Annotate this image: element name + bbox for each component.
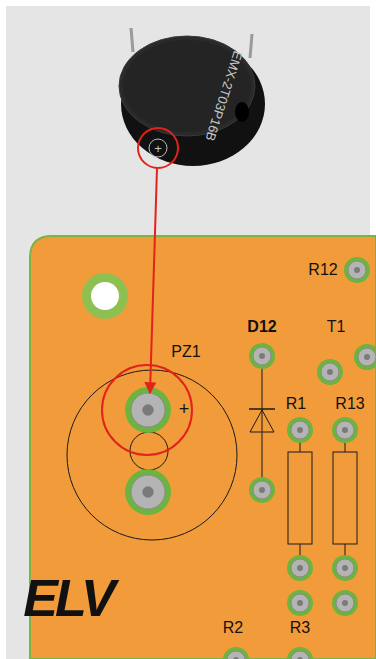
pad-ring	[332, 555, 358, 581]
buzzer	[119, 28, 265, 166]
diode-symbol	[262, 368, 263, 478]
pad-metal	[131, 393, 165, 427]
solder-pad	[125, 469, 171, 515]
solder-pad	[125, 387, 171, 433]
resistor-symbol	[333, 452, 357, 544]
pad-metal	[348, 261, 366, 279]
part-designator: D12	[247, 319, 276, 335]
pad-hole	[142, 486, 153, 497]
pad-ring	[125, 387, 171, 433]
solder-pad	[344, 257, 370, 283]
pad-ring	[287, 555, 313, 581]
pad-metal	[321, 363, 339, 381]
pad-metal	[336, 421, 354, 439]
diode-symbol	[249, 408, 275, 410]
pad-ring	[287, 590, 313, 616]
sound-hole	[235, 102, 249, 122]
pad-hole	[327, 369, 333, 375]
mounting-hole	[91, 282, 119, 310]
solder-pad	[317, 359, 343, 385]
pad-hole	[354, 267, 360, 273]
pad-metal	[291, 559, 309, 577]
solder-pad	[287, 555, 313, 581]
polarity-mark	[149, 139, 167, 157]
part-designator: R3	[290, 620, 310, 636]
part-designator: R1	[286, 396, 306, 412]
solder-pad	[249, 477, 275, 503]
pad-ring	[223, 647, 249, 659]
part-designator: R13	[335, 396, 364, 412]
pad-hole	[297, 657, 303, 659]
pad-ring	[249, 343, 275, 369]
polarity-sign: +	[179, 400, 190, 418]
pad-hole	[297, 565, 303, 571]
part-designator: PZ1	[171, 344, 200, 360]
highlight-circle	[138, 128, 178, 168]
pad-hole	[342, 565, 348, 571]
solder-pad	[354, 344, 376, 370]
solder-pad	[332, 590, 358, 616]
pad-ring	[287, 647, 313, 659]
highlight-circle	[102, 365, 192, 455]
polarity-sign: +	[154, 142, 162, 155]
pad-ring	[344, 257, 370, 283]
pad-hole	[297, 600, 303, 606]
pad-metal	[358, 348, 376, 366]
pad-ring	[249, 477, 275, 503]
pad-ring	[287, 417, 313, 443]
pad-metal	[291, 651, 309, 659]
brand-logo: ELV	[23, 572, 112, 624]
pad-hole	[342, 427, 348, 433]
solder-pad	[332, 555, 358, 581]
buzzer-pin	[250, 34, 252, 58]
pad-metal	[291, 421, 309, 439]
solder-pad	[332, 417, 358, 443]
pad-ring	[332, 590, 358, 616]
pad-hole	[342, 600, 348, 606]
pad-hole	[142, 404, 153, 415]
pad-ring	[125, 469, 171, 515]
pad-metal	[253, 347, 271, 365]
part-designator: R2	[223, 620, 243, 636]
part-designator: R12	[308, 262, 337, 278]
pad-metal	[291, 594, 309, 612]
mounting-hole	[82, 273, 128, 319]
buzzer-outline	[130, 432, 168, 470]
pointer-arrow	[150, 168, 157, 393]
pad-ring	[354, 344, 376, 370]
diode-symbol	[250, 410, 274, 432]
resistor-symbol	[288, 452, 312, 544]
solder-pad	[287, 647, 313, 659]
pad-hole	[259, 353, 265, 359]
pad-hole	[297, 427, 303, 433]
pad-metal	[227, 651, 245, 659]
pad-ring	[332, 417, 358, 443]
pad-hole	[233, 657, 239, 659]
solder-pad	[223, 647, 249, 659]
pad-hole	[364, 354, 370, 360]
solder-pad	[249, 343, 275, 369]
solder-pad	[287, 417, 313, 443]
part-designator: T1	[327, 319, 346, 335]
pad-metal	[253, 481, 271, 499]
solder-pad	[287, 590, 313, 616]
pad-metal	[336, 559, 354, 577]
buzzer-pin	[131, 28, 133, 52]
pad-metal	[336, 594, 354, 612]
pad-hole	[259, 487, 265, 493]
pad-metal	[131, 475, 165, 509]
pad-ring	[317, 359, 343, 385]
